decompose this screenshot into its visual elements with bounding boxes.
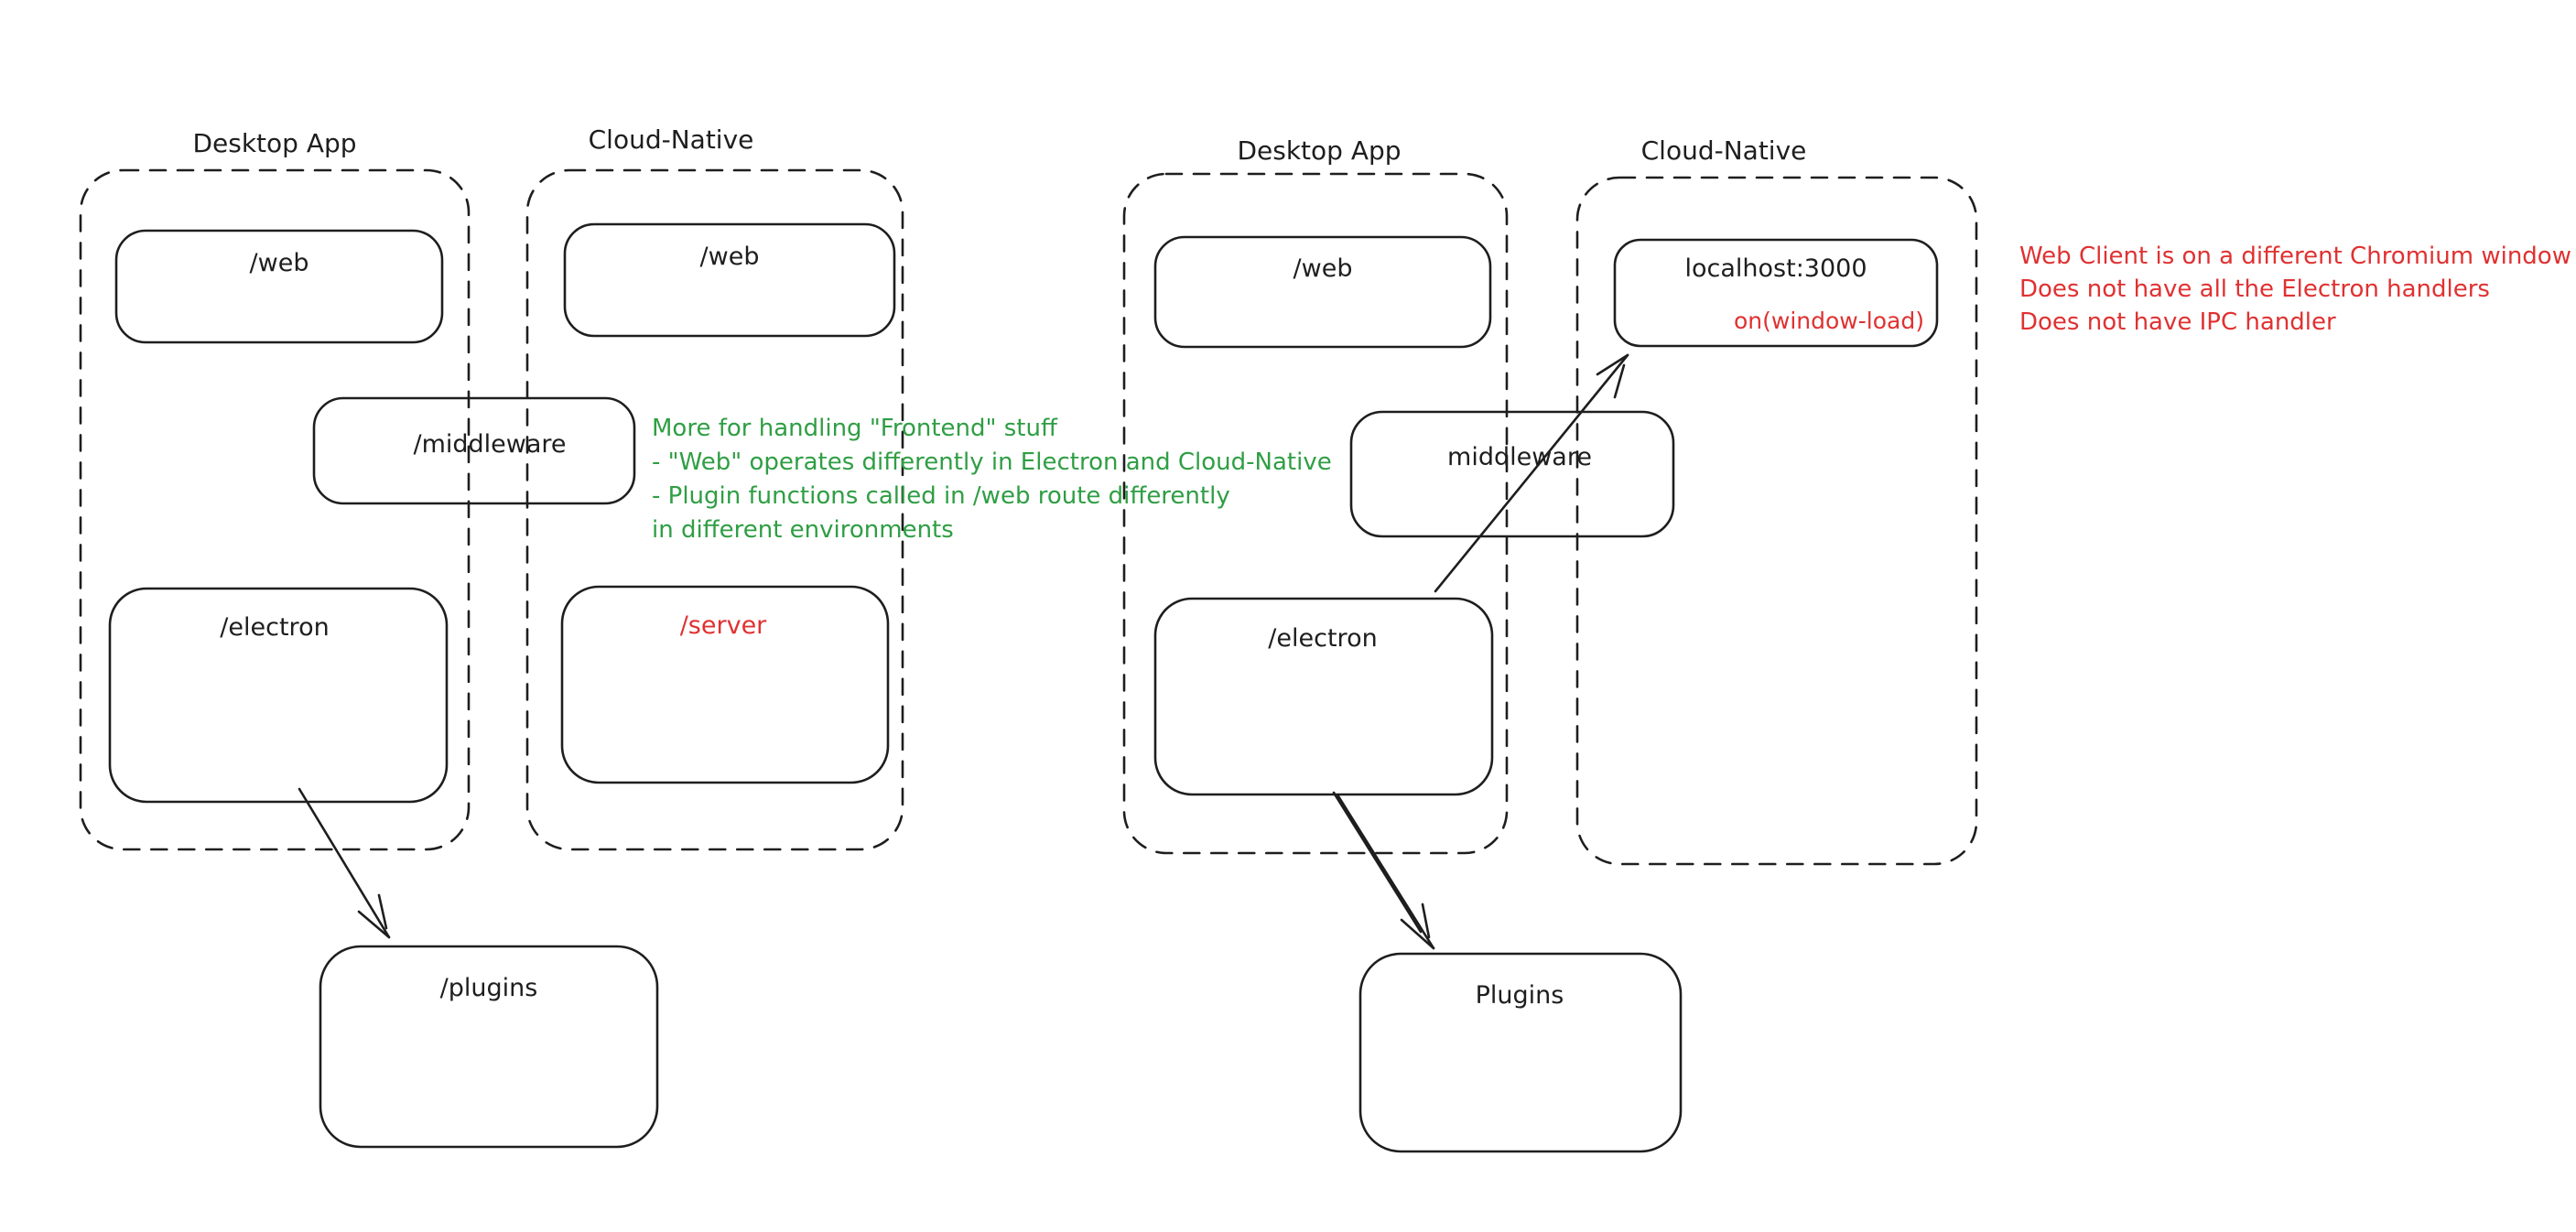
red-annotation-line3: Does not have IPC handler [2019, 308, 2336, 336]
right-window-load-label: on(window-load) [1734, 308, 1924, 334]
green-annotation-line1: More for handling "Frontend" stuff [652, 415, 1057, 442]
green-annotation-line4: in different environments [652, 516, 954, 544]
left-web-cloud-box [563, 222, 896, 338]
right-localhost-label: localhost:3000 [1684, 254, 1867, 283]
right-middleware-box [1349, 410, 1675, 538]
left-web-cloud-label: /web [699, 243, 760, 271]
left-web-desktop-label: /web [249, 249, 309, 277]
left-desktop-title: Desktop App [192, 128, 357, 158]
arrow-electron-to-plugins-left [298, 787, 391, 939]
arrow-electron-to-localhost [1434, 353, 1629, 593]
right-desktop-title: Desktop App [1237, 135, 1402, 166]
left-cloud-title: Cloud-Native [588, 124, 754, 155]
left-server-box [560, 585, 890, 784]
right-cloud-title: Cloud-Native [1640, 135, 1807, 166]
right-electron-box [1153, 597, 1494, 796]
right-cloud-container [1575, 176, 1978, 866]
right-middleware-label: middleware [1447, 443, 1592, 471]
left-plugins-label: /plugins [439, 974, 538, 1002]
left-desktop-container [79, 168, 471, 851]
right-web-box [1153, 235, 1492, 349]
left-electron-box [108, 587, 449, 804]
left-cloud-container [525, 168, 904, 851]
right-electron-label: /electron [1268, 624, 1378, 653]
green-annotation-line2: - "Web" operates differently in Electron… [652, 448, 1332, 476]
right-localhost-box [1613, 238, 1939, 348]
left-server-label: /server [679, 611, 767, 640]
left-middleware-box [312, 396, 636, 505]
right-plugins-box [1358, 952, 1683, 1153]
red-annotation-line1: Web Client is on a different Chromium wi… [2019, 243, 2571, 270]
arrow-electron-to-plugins-right [1332, 791, 1435, 950]
right-desktop-container [1122, 172, 1509, 855]
red-annotation-line2: Does not have all the Electron handlers [2019, 276, 2490, 303]
green-annotation: More for handling "Frontend" stuff - "We… [652, 412, 1332, 547]
red-annotation: Web Client is on a different Chromium wi… [2019, 240, 2571, 339]
right-plugins-label: Plugins [1475, 981, 1564, 1010]
left-middleware-label: /middleware [413, 430, 567, 459]
green-annotation-line3: - Plugin functions called in /web route … [652, 482, 1230, 510]
right-web-label: /web [1293, 254, 1353, 283]
left-electron-label: /electron [220, 613, 330, 642]
left-plugins-box [319, 945, 659, 1149]
left-web-desktop-box [114, 229, 444, 344]
